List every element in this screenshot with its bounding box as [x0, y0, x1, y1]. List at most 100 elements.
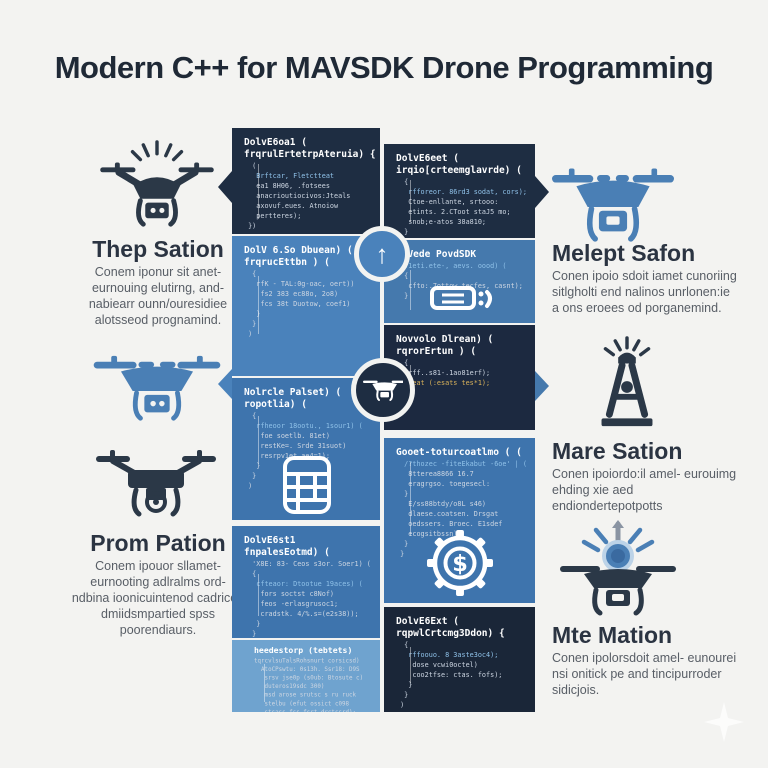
code-line: } — [244, 620, 261, 628]
code-indent-guide — [410, 647, 411, 683]
code-line: rff..s81-.1ao81erf); — [396, 369, 491, 377]
code-line: } — [396, 540, 409, 548]
section-heading-melept-safon: Melept Safon — [552, 240, 696, 266]
code-line: ) — [396, 701, 405, 709]
page-title: Modern C++ for MAVSDK Drone Programming — [54, 50, 714, 85]
code-block: heedestorp (tebtets)tqrcvlsuTalsRohsnurt… — [254, 646, 364, 712]
code-line: srsv jse0p (s0ub: Btosute c) — [254, 674, 364, 682]
code-line: fors soctst c8Nof) — [244, 590, 335, 598]
dollar-glyph: $ — [452, 551, 468, 577]
drone-camera-icon — [96, 450, 216, 517]
drone-blue-icon — [93, 355, 221, 421]
code-panel-l1: DolvE6oa1 (frqrulErtetrpAteruia) { ( Brf… — [232, 128, 380, 234]
code-panel-r1: DolvE6eet (irqio[crteemglavrde) ( { rffo… — [384, 144, 535, 238]
section-heading-thep-sation: Thep Sation — [92, 236, 224, 262]
code-line: snob;e-atos 38a810; — [396, 218, 487, 226]
code-line: feos -erlasgrusoc1; — [244, 600, 339, 608]
code-line: { — [244, 270, 257, 278]
code-line: feat (:esats tes*1); — [396, 379, 491, 387]
code-line: }} — [396, 237, 531, 238]
code-line: eragrgso. toegesecl: — [396, 480, 491, 488]
code-line: DolvE6oa1 ( — [244, 137, 307, 148]
code-line: frqrucEttbn ) ( — [244, 257, 330, 268]
gear-dollar-icon: $ — [427, 530, 493, 596]
code-line: DolvE6eet ( — [396, 153, 459, 164]
code-line: anacrioutiocivos:Jteals — [244, 192, 351, 200]
code-block: DolvE6oa1 (frqrulErtetrpAteruia) { ( Brf… — [244, 137, 376, 231]
code-block: maVede PovdSDK shv1eti.ete-, aevs. oood) … — [396, 249, 531, 301]
code-line: rfheoor 18ootu., 1sour1) ( — [244, 422, 363, 430]
code-line: 'X8E: 83- Ceos s3or. Soer1) ( — [244, 560, 371, 568]
code-line: etints. 2.CToot staJ5 mo; — [396, 208, 511, 216]
code-indent-guide — [410, 462, 411, 536]
code-line: restKe=. Srde 31suot) — [244, 442, 347, 450]
chevron-left-icon — [218, 171, 232, 203]
code-line: stelbu (efut ossict c098 — [254, 700, 350, 708]
code-line: Nolrcle Palset) ( — [244, 387, 342, 398]
code-line: ) — [244, 482, 253, 490]
code-line: } — [396, 398, 531, 408]
code-line: } — [396, 292, 409, 300]
code-block: DolvE6eet (irqio[crteemglavrde) ( { rffo… — [396, 153, 531, 238]
code-block: DolvE6Ext (rqpwlCrtcmg3Ddon) { { rffoouo… — [396, 616, 531, 710]
code-line: DolvE6Ext ( — [396, 616, 459, 627]
code-line: duteros19sdc 300) — [254, 682, 325, 690]
radio-tower-icon — [601, 336, 653, 427]
code-line: stsass fss fsrt drctssrd); — [254, 708, 359, 712]
code-line: frqrulErtetrpAteruia) { — [244, 149, 376, 160]
section-body-mare-sation: Conen ipoiordo:il amel- eurouimg ehding … — [552, 467, 737, 513]
code-line: pertteres); — [244, 212, 302, 220]
code-line: rqpwlCrtcmg3Ddon) { — [396, 628, 505, 639]
code-line: } — [244, 462, 261, 470]
code-line: ecogsitbssn); — [396, 530, 462, 538]
code-line: Ctoe-enllante, srtooo: — [396, 198, 499, 206]
code-line: oedssers. Broec. E1sdef — [396, 520, 503, 528]
code-line: } — [396, 388, 531, 398]
code-line: maVede PovdSDK — [396, 249, 477, 260]
drone-launch-icon — [560, 520, 676, 616]
code-line: foe soetlb. 81et) — [244, 432, 330, 440]
code-line: cfteaor: Dtootue 19aces) ( — [244, 580, 363, 588]
section-body-mte-mation: Conen ipolorsdoit amel- eunourei nsi oni… — [552, 651, 737, 697]
section-body-thep-sation: Conem iponur sit anet- eurnouing elutirn… — [88, 265, 228, 327]
code-line: msd arose srutsc s ru ruck — [254, 691, 357, 699]
code-indent-guide — [410, 180, 411, 222]
code-line: { — [396, 272, 409, 280]
code-line: { — [396, 178, 409, 186]
code-panel-r2: maVede PovdSDK shv1eti.ete-, aevs. oood) … — [384, 240, 535, 323]
code-line: cradstk. 4/%.s=(e2s38)); — [244, 610, 359, 618]
code-line: axovuf.eues. Atnoiow — [244, 202, 339, 210]
code-block: Gooet-toturcoatlmo ( ( /?thozec -fiteEka… — [396, 447, 531, 559]
drone-badge-icon — [351, 358, 415, 422]
code-line: } — [244, 320, 257, 328]
code-line: fs2 383 ec88o, 2o8) — [244, 290, 339, 298]
code-block: Novvolo Dlrean) (rqrorErtun ) ( { rff..s… — [396, 334, 531, 408]
code-indent-guide — [264, 664, 265, 702]
code-line: ) — [244, 330, 253, 338]
code-line: ea1 8H06, .fotsees — [244, 182, 330, 190]
code-line: } — [244, 310, 261, 318]
code-line: } — [244, 630, 257, 638]
code-line: fcs 38t Duotow, coef1) — [244, 300, 351, 308]
chevron-right-icon — [535, 176, 549, 208]
code-panel-r5: DolvE6Ext (rqpwlCrtcmg3Ddon) { { rffoouo… — [384, 607, 535, 712]
code-line: Novvolo Dlrean) ( — [396, 334, 494, 345]
code-line: rffoouo. 8 3aste3oc4); — [396, 651, 499, 659]
code-line: shv1eti.ete-, aevs. oood) ( — [396, 262, 507, 270]
code-line: Brftcar, Fletctteat — [244, 172, 335, 180]
code-line: cfto:.7ottow tecfes, casnt); — [396, 282, 523, 290]
code-line: } — [396, 228, 409, 236]
code-line: DolV 6.So Dbuean) ( — [244, 245, 353, 256]
section-body-melept-safon: Conen ipoio sdoit iamet cunoriing sitlgh… — [552, 269, 737, 315]
code-indent-guide — [410, 270, 411, 310]
code-line: fnpalesEotmd) ( — [244, 547, 330, 558]
code-line: dose vcwi0octel) — [396, 661, 478, 669]
code-line: DolvE6st1 — [244, 535, 296, 546]
drone-blue-icon — [552, 168, 674, 242]
battery-icon — [430, 286, 492, 310]
code-line: }) — [244, 222, 257, 230]
code-line: ( — [244, 162, 257, 170]
